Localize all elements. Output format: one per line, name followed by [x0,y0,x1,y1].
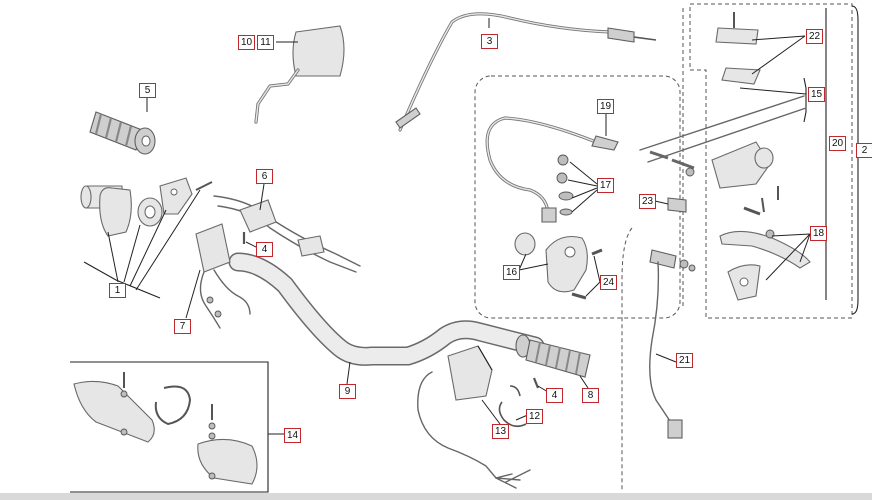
callout-24: 24 [600,275,618,290]
callout-2: 2 [856,143,872,158]
brake-lever-group-outline [689,3,853,319]
reservoir-cap [715,27,759,45]
clamp-12 [498,401,527,428]
switch-housing [447,345,493,401]
sensor-23 [667,197,687,213]
bracket-15 [803,77,807,123]
handguard-kit-box [70,361,269,493]
callout-5: 5 [139,83,156,98]
leader-lines [107,18,811,435]
mirror-head [292,25,345,77]
throttle-screw [195,181,213,191]
callout-20: 20 [829,136,847,151]
screw-4b [532,377,540,389]
callout-3: 3 [481,34,498,49]
clutch-lever-group-outline [474,75,681,319]
throttle-cover [159,177,193,215]
left-grip [89,111,143,151]
decomp-lever-body [545,235,588,293]
callout-11: 11 [257,35,274,50]
handguard-left [73,380,155,443]
callout-10: 10 [238,35,256,50]
bottom-bar [0,493,872,500]
callout-9: 9 [339,384,356,399]
callout-4a: 4 [256,242,273,257]
cable-junction [239,199,277,233]
handguard-clamp [154,385,192,426]
callout-23: 23 [639,194,657,209]
brake-switch [649,249,677,269]
callout-18: 18 [810,226,828,241]
callout-6: 6 [256,169,273,184]
callout-14: 14 [284,428,302,443]
bracket-2 [851,5,859,315]
callout-1: 1 [109,283,126,298]
callout-21: 21 [676,353,694,368]
callout-7: 7 [174,319,191,334]
callout-17: 17 [597,178,615,193]
callout-12: 12 [526,409,544,424]
callout-13: 13 [492,424,510,439]
connector [667,419,683,439]
handguard-right [197,438,258,485]
callout-16: 16 [503,265,521,280]
kill-switch [195,223,231,273]
callout-22: 22 [806,29,824,44]
throttle-housing [99,187,132,237]
brake-lever [719,230,811,269]
clutch-cable [398,12,612,132]
throttle-cable-b [217,205,357,273]
callout-4b: 4 [546,388,563,403]
callout-15: 15 [808,87,826,102]
callout-19: 19 [597,99,615,114]
callout-8: 8 [582,388,599,403]
